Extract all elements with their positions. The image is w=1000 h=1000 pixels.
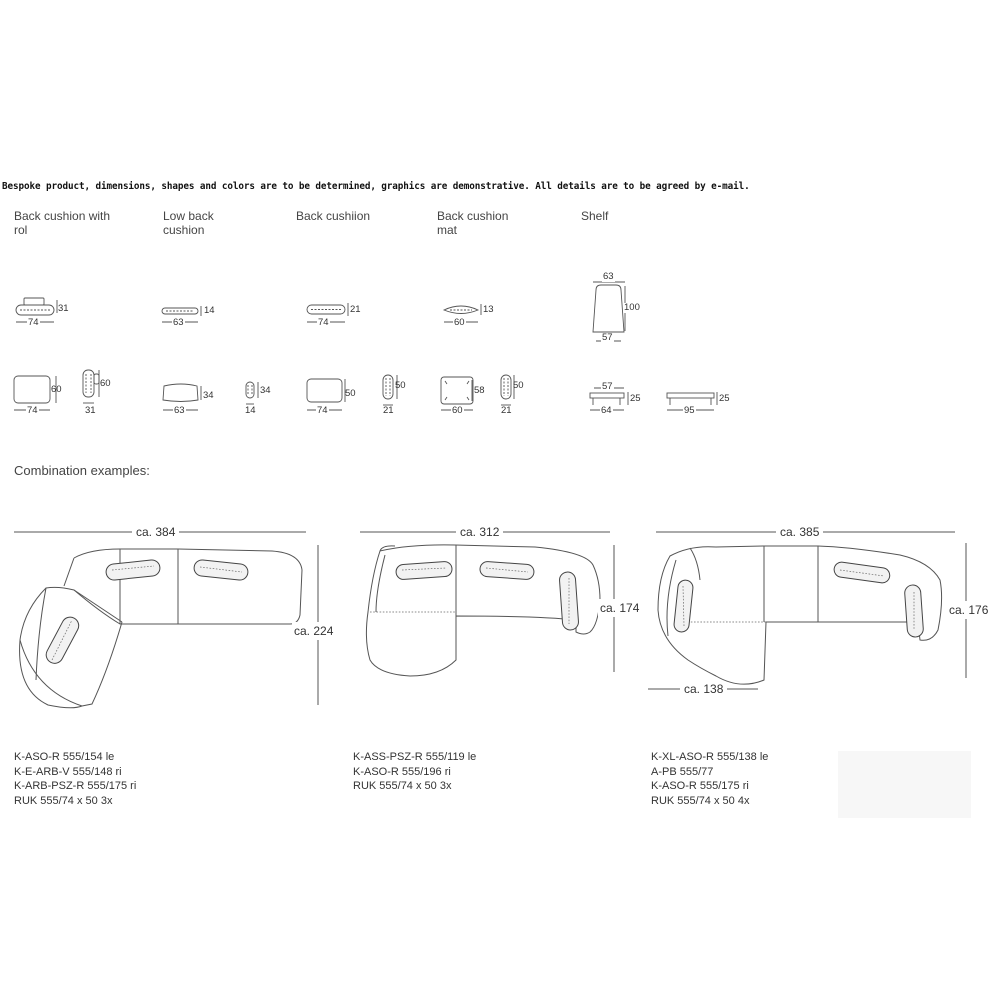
combination-examples-title: Combination examples: (14, 463, 150, 478)
category-back-cushion-mat: Back cushion mat (437, 209, 508, 237)
blank-placeholder-box (838, 751, 971, 818)
dim-c2-top-w: 63 (172, 317, 185, 328)
dim-shelf-long-w: 95 (683, 405, 696, 416)
dim-shelf-h: 100 (624, 302, 640, 313)
dim-shelf-bottom-w: 57 (601, 332, 614, 343)
combination-2-drawing (360, 531, 615, 677)
dim-c3-top-w: 74 (317, 317, 330, 328)
dim-shelf-small-h: 25 (630, 393, 641, 404)
dim-shelf-top-w: 63 (602, 271, 615, 282)
dim-c1-front-w: 74 (26, 405, 39, 416)
dim-c1-side-w: 31 (85, 405, 96, 416)
dim-c3-side-h: 50 (395, 380, 406, 391)
back-cushion-rol-front-view (13, 375, 57, 411)
code-line: K-ASS-PSZ-R 555/119 le (353, 751, 477, 763)
category-label-line1: Low back (163, 209, 214, 223)
dim-c3-side-w: 21 (383, 405, 394, 416)
combination-3-drawing (648, 531, 967, 690)
back-cushion-rol-side-view (82, 369, 100, 404)
dim-c4-top-w: 60 (453, 317, 466, 328)
dim-c4-side-h: 50 (513, 380, 524, 391)
dim-c3-front-h: 50 (345, 388, 356, 399)
dim-c1-top-w: 74 (27, 317, 40, 328)
dim-c4-side-w: 21 (501, 405, 512, 416)
combo-2-width: ca. 312 (456, 525, 504, 539)
category-shelf: Shelf (581, 209, 608, 223)
code-line: RUK 555/74 x 50 3x (353, 780, 452, 792)
category-low-back-cushion: Low back cushion (163, 209, 214, 237)
code-line: K-ASO-R 555/154 le (14, 751, 115, 763)
code-line: K-ASO-R 555/196 ri (353, 765, 451, 778)
disclaimer-notice: Bespoke product, dimensions, shapes and … (2, 181, 750, 192)
combo-3-codes: K-XL-ASO-R 555/138 le A-PB 555/77 K-ASO-… (651, 750, 768, 808)
dim-c4-top-h: 13 (483, 304, 494, 315)
dim-c4-front-w: 60 (451, 405, 464, 416)
dim-c2-side-w: 14 (245, 405, 256, 416)
code-line: RUK 555/74 x 50 4x (651, 794, 750, 807)
combo-2-codes: K-ASS-PSZ-R 555/119 le K-ASO-R 555/196 r… (353, 750, 476, 794)
category-label-line2: cushion (163, 223, 205, 237)
category-label-line2: mat (437, 223, 458, 237)
back-cushion-mat-side-view (500, 374, 515, 406)
low-back-cushion-side-view (245, 381, 259, 405)
dim-shelf-small-w: 64 (600, 405, 613, 416)
combo-3-depth: ca. 176 (947, 601, 991, 619)
code-line: K-E-ARB-V 555/148 ri (14, 765, 122, 778)
dim-c2-top-h: 14 (204, 305, 215, 316)
category-label-line1: Back cushion (437, 209, 509, 223)
combo-1-width: ca. 384 (132, 525, 180, 539)
category-back-cushion-rol: Back cushion with rol (14, 209, 110, 237)
dim-c3-top-h: 21 (350, 304, 361, 315)
code-line: A-PB 555/77 (651, 765, 714, 778)
category-label-line1: Back cushiion (296, 209, 371, 223)
code-line: RUK 555/74 x 50 3x (14, 794, 113, 807)
dim-c1-front-h: 60 (51, 384, 62, 395)
combo-3-width: ca. 385 (776, 525, 824, 539)
dim-shelf-small-top: 57 (601, 381, 614, 392)
dim-c4-front-h: 58 (474, 385, 485, 396)
combination-1-drawing (14, 531, 319, 709)
combo-3-extra: ca. 138 (680, 682, 728, 696)
category-back-cushion: Back cushiion (296, 209, 370, 223)
code-line: K-ASO-R 555/175 ri (651, 780, 749, 792)
code-line: K-ARB-PSZ-R 555/175 ri (14, 780, 137, 792)
dim-c1-side-h: 60 (100, 378, 111, 389)
dim-c2-front-w: 63 (173, 405, 186, 416)
back-cushion-side-view (382, 374, 398, 406)
dim-c2-side-h: 34 (260, 385, 271, 396)
combo-2-depth: ca. 174 (598, 599, 642, 617)
combo-1-depth: ca. 224 (292, 622, 336, 640)
dim-c3-front-w: 74 (316, 405, 329, 416)
code-line: K-XL-ASO-R 555/138 le (651, 751, 769, 763)
dim-c2-front-h: 34 (203, 390, 214, 401)
dim-shelf-long-h: 25 (719, 393, 730, 404)
dim-c1-top-h: 31 (58, 303, 69, 314)
category-label-line2: rol (14, 223, 28, 237)
category-label-line1: Shelf (581, 209, 609, 223)
combo-1-codes: K-ASO-R 555/154 le K-E-ARB-V 555/148 ri … (14, 750, 136, 808)
category-label-line1: Back cushion with (14, 209, 111, 223)
